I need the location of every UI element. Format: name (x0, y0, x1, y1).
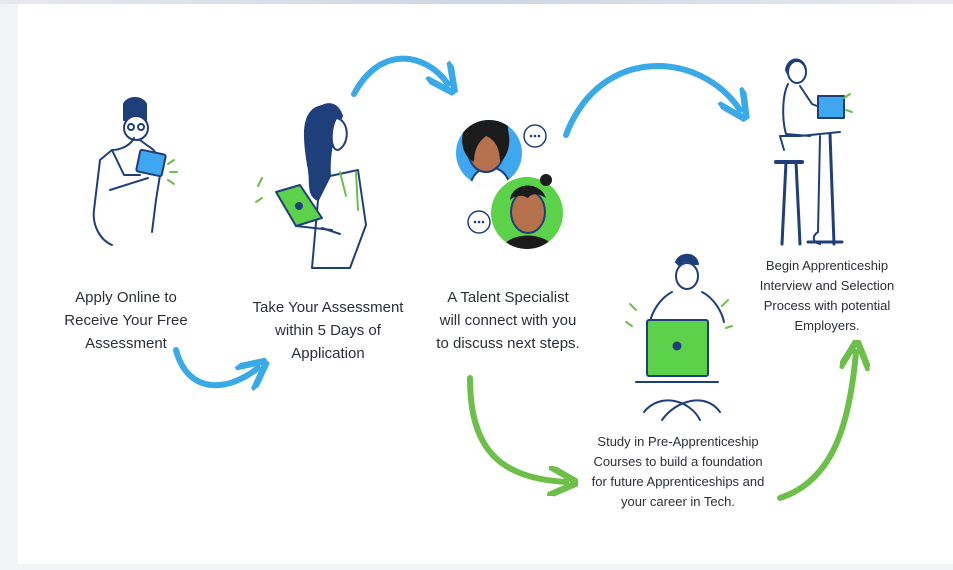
step-assessment-line: Take Your Assessment (252, 299, 404, 316)
step-study-line: for future Apprenticeships and (591, 474, 765, 489)
step-assessment-line: Application (291, 345, 365, 362)
step-assessment-label: Take Your Assessment within 5 Days of Ap… (248, 296, 408, 365)
arrow-talent-to-study (467, 375, 566, 482)
step-interview-line: Process with potential (763, 298, 891, 313)
step-study-line: Study in Pre-Apprenticeship (597, 434, 759, 449)
step-talent-label: A Talent Specialist will connect with yo… (426, 286, 590, 355)
step-talent-line: A Talent Specialist (447, 289, 569, 306)
step-assessment-line: within 5 Days of (275, 322, 381, 339)
woman-with-laptop-icon (255, 103, 367, 269)
step-talent-line: will connect with you (439, 312, 577, 329)
arrow-assessment-to-talent (351, 55, 448, 94)
step-interview-line: Interview and Selection (759, 278, 895, 293)
step-study-line: Courses to build a foundation (593, 454, 763, 469)
arrow-apply-to-assessment (173, 347, 258, 385)
video-call-avatars-icon (456, 120, 563, 249)
arrow-talent-to-interview (563, 63, 740, 138)
step-interview-line: Begin Apprenticeship (765, 258, 889, 273)
top-bar (0, 0, 953, 4)
step-apply-line: Receive Your Free (64, 312, 188, 329)
step-talent-line: to discuss next steps. (436, 335, 580, 352)
step-study-label: Study in Pre-Apprenticeship Courses to b… (580, 432, 776, 512)
step-apply-label: Apply Online to Receive Your Free Assess… (56, 286, 196, 355)
step-interview-label: Begin Apprenticeship Interview and Selec… (742, 256, 912, 336)
person-with-phone-icon (92, 97, 178, 246)
step-apply-line: Assessment (85, 335, 167, 352)
step-study-line: your career in Tech. (621, 494, 735, 509)
step-interview-line: Employers. (794, 318, 860, 333)
person-at-desk-icon (774, 58, 853, 246)
arrow-study-to-interview (777, 352, 856, 501)
diagram-canvas (18, 4, 953, 564)
person-studying-laptop-icon (625, 253, 733, 421)
step-apply-line: Apply Online to (75, 289, 177, 306)
